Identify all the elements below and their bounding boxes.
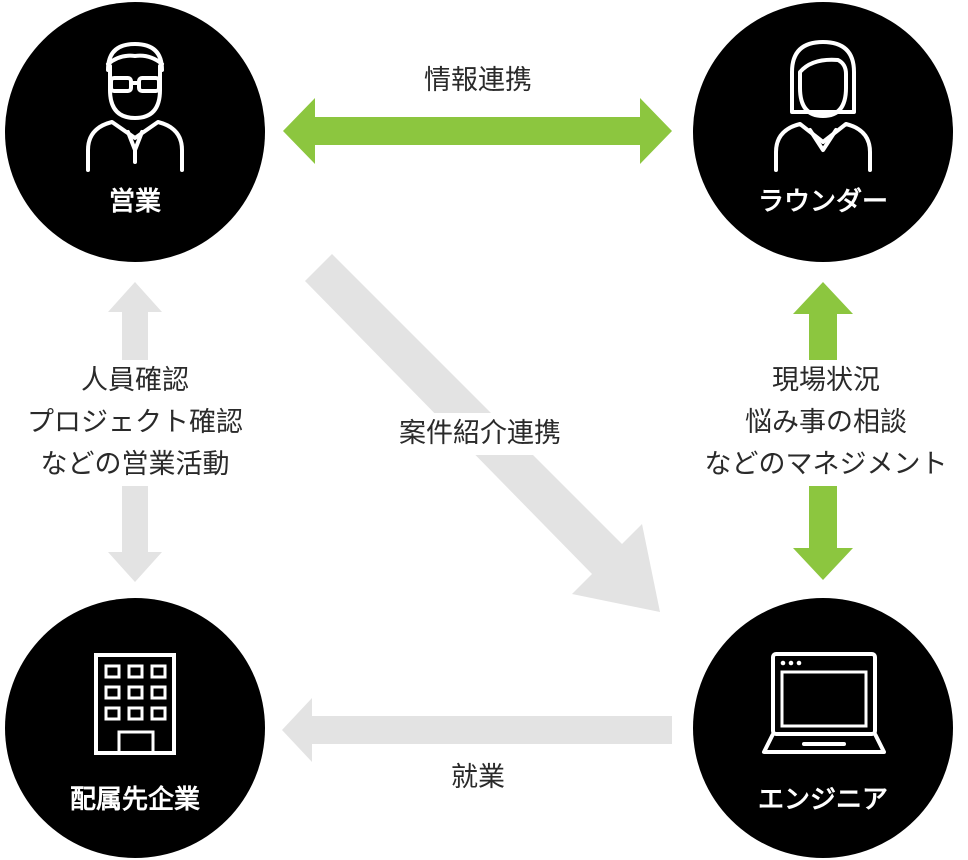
- flow-sales-rounder-label: 情報連携: [380, 60, 576, 102]
- flow-label-line: などのマネジメント: [686, 444, 966, 486]
- businesswoman-icon: [774, 40, 872, 172]
- flow-label-line: 人員確認: [0, 360, 270, 402]
- node-engineer-label: エンジニア: [757, 785, 888, 815]
- businessman-icon: [86, 42, 184, 172]
- flow-label-line: 就業: [420, 757, 536, 799]
- node-rounder: [693, 2, 953, 262]
- node-rounder-label: ラウンダー: [757, 187, 888, 217]
- flow-label-line: 現場状況: [686, 360, 966, 402]
- flow-label-line: 悩み事の相談: [686, 402, 966, 444]
- flow-engineer-client-label: 就業: [420, 757, 536, 799]
- node-client-label: 配属先企業: [69, 785, 200, 815]
- flow-label-line: などの営業活動: [0, 444, 270, 486]
- flow-rounder-engineer-label: 現場状況 悩み事の相談 などのマネジメント: [686, 360, 966, 486]
- flow-sales-client-label: 人員確認 プロジェクト確認 などの営業活動: [0, 360, 270, 486]
- node-sales-label: 営業: [108, 187, 161, 217]
- node-client: [5, 598, 265, 858]
- flow-sales-engineer-label: 案件紹介連携: [370, 413, 590, 455]
- flow-label-line: プロジェクト確認: [0, 402, 270, 444]
- node-sales: [5, 2, 265, 262]
- flow-label-line: 情報連携: [380, 60, 576, 102]
- laptop-icon: [762, 652, 886, 754]
- arrow-engineer-client: [282, 698, 672, 762]
- node-engineer: [693, 598, 953, 858]
- office-building-icon: [94, 653, 176, 755]
- flow-label-line: 案件紹介連携: [370, 413, 590, 455]
- arrow-sales-rounder: [283, 98, 672, 164]
